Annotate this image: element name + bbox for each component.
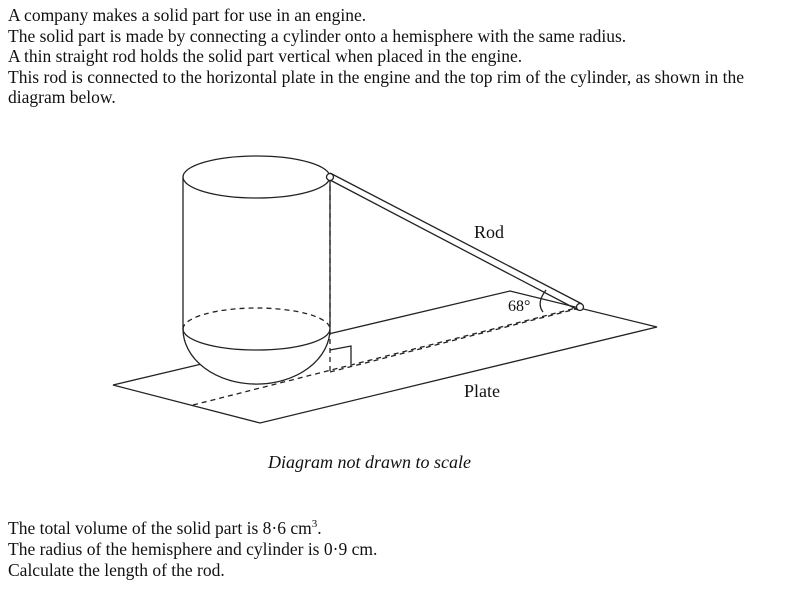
solid-part-outline	[182, 177, 331, 385]
question-block: The total volume of the solid part is 8·…	[8, 514, 377, 581]
plate-shape	[112, 290, 658, 424]
intro-line-4: This rod is connected to the horizontal …	[8, 66, 745, 108]
rod-label: Rod	[474, 222, 505, 242]
rod-upper-edge	[329, 172, 583, 305]
angle-label: 68°	[508, 298, 531, 315]
intro-line-2: The solid part is made by connecting a c…	[8, 25, 627, 46]
plate-hidden-line	[192, 306, 581, 406]
cylinder-top-ellipse	[182, 155, 331, 199]
diagram-caption: Diagram not drawn to scale	[268, 452, 472, 472]
angle-arc	[539, 289, 547, 313]
problem-intro: A company makes a solid part for use in …	[8, 5, 798, 108]
volume-text: The total volume of the solid part is 8·…	[8, 517, 312, 538]
intro-line-1: A company makes a solid part for use in …	[8, 5, 367, 25]
intro-line-3: A thin straight rod holds the solid part…	[8, 46, 523, 66]
volume-exponent: 3	[311, 518, 318, 530]
join-ellipse-front	[182, 328, 331, 351]
rod-lower-edge	[329, 179, 579, 311]
plate-label: Plate	[464, 381, 500, 401]
rod-bottom-joint	[575, 302, 585, 312]
right-angle-marker	[329, 345, 352, 364]
radius-statement: The radius of the hemisphere and cylinde…	[8, 538, 378, 559]
task-statement: Calculate the length of the rod.	[8, 559, 225, 580]
rod-top-joint	[325, 172, 335, 182]
join-ellipse-hidden	[182, 307, 331, 330]
volume-suffix: .	[317, 517, 322, 538]
foot-to-rod-hidden-line	[329, 307, 581, 373]
volume-statement: The total volume of the solid part is 8·…	[8, 514, 377, 539]
